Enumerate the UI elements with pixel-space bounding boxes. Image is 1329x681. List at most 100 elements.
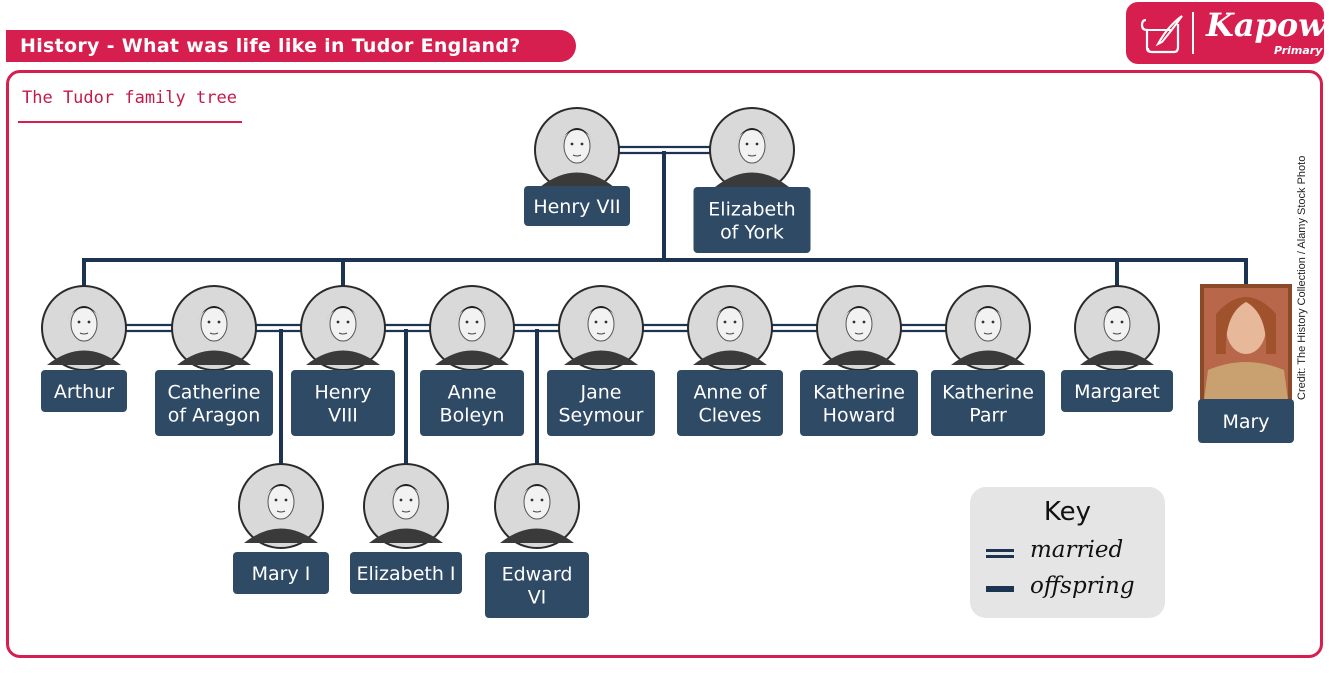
portrait-eye <box>981 320 985 324</box>
key-title: Key <box>1043 497 1092 527</box>
name-card-text: Arthur <box>54 381 114 403</box>
portrait-mouth <box>572 154 582 157</box>
portrait-mouth <box>1112 332 1122 335</box>
page-header-banner: History - What was life like in Tudor En… <box>6 30 576 62</box>
name-card-text: Howard <box>823 405 896 427</box>
name-card-henry-vii: Henry VII <box>524 186 630 226</box>
portrait-shoulders <box>822 350 896 365</box>
portrait-mouth <box>747 154 757 157</box>
portrait-eye <box>87 320 91 324</box>
portrait-mouth <box>725 332 735 335</box>
name-card-background <box>233 552 329 594</box>
portrait-headwear <box>197 306 231 320</box>
name-card-text: Henry <box>314 382 371 404</box>
portrait-headwear <box>67 306 101 320</box>
name-card-elizabeth-i: Elizabeth I <box>350 552 462 594</box>
portrait-margaret <box>1074 285 1160 371</box>
portrait-headwear <box>735 128 769 142</box>
logo-separator <box>1192 12 1194 54</box>
portrait-eye <box>991 320 995 324</box>
kapow-logo: Kapow Primary <box>1126 2 1326 64</box>
portrait-eye <box>1120 320 1124 324</box>
name-card-text: Seymour <box>559 405 644 427</box>
portrait-mary-i <box>238 463 324 549</box>
name-card-background <box>350 552 462 594</box>
portrait-headwear <box>264 484 298 498</box>
portrait-headwear <box>842 306 876 320</box>
name-card-text: Parr <box>969 405 1007 427</box>
portrait-face <box>200 306 228 342</box>
portrait-mouth <box>467 332 477 335</box>
portrait-eye <box>77 320 81 324</box>
portrait-face <box>1103 306 1131 342</box>
portrait-eye <box>530 498 534 502</box>
portrait-face <box>458 306 486 342</box>
portrait-anne-of-cleves <box>687 285 773 371</box>
portrait-face <box>974 306 1002 342</box>
name-card-text: VI <box>528 587 547 609</box>
portrait-face <box>716 306 744 342</box>
name-card-background <box>677 370 783 436</box>
portrait-eye <box>852 320 856 324</box>
offspring-line-swatch <box>986 586 1014 592</box>
portrait-shoulders <box>500 528 574 543</box>
portrait-shoulders <box>177 350 251 365</box>
portrait-face <box>587 306 615 342</box>
name-card-text: Cleves <box>698 405 761 427</box>
portrait-mouth <box>79 332 89 335</box>
name-card-background <box>931 370 1045 436</box>
portrait-headwear <box>389 484 423 498</box>
name-card-mary-i: Mary I <box>233 552 329 594</box>
portrait-shoulders <box>564 350 638 365</box>
portrait-henry-viii <box>300 285 386 371</box>
portrait-hair <box>1216 297 1276 354</box>
portrait-face <box>523 484 551 520</box>
name-card-background <box>155 370 273 436</box>
portrait-katherine-parr <box>945 285 1031 371</box>
key-legend: Key married offspring <box>970 487 1165 618</box>
portrait-eye <box>862 320 866 324</box>
portrait-face <box>392 484 420 520</box>
portrait-mouth <box>854 332 864 335</box>
name-card-background <box>420 370 524 436</box>
portrait-shoulders <box>47 350 121 365</box>
key-offspring-label: offspring <box>1030 573 1135 599</box>
name-card-text: of Aragon <box>168 405 261 427</box>
portrait-eye <box>336 320 340 324</box>
portrait-eye <box>745 142 749 146</box>
name-card-text: Katherine <box>942 382 1034 404</box>
portrait-katherine-howard <box>816 285 902 371</box>
portrait-eye <box>346 320 350 324</box>
name-card-text: Mary I <box>252 563 311 585</box>
portrait-mary <box>1200 284 1292 404</box>
name-card-background <box>800 370 918 436</box>
portrait-eye <box>723 320 727 324</box>
portrait-arthur <box>41 285 127 371</box>
name-card-text: Katherine <box>813 382 905 404</box>
name-card-text: Henry VII <box>533 196 620 218</box>
portrait-mouth <box>401 510 411 513</box>
portrait-eye <box>409 498 413 502</box>
name-card-text: Elizabeth I <box>356 563 455 585</box>
portrait-headwear <box>326 306 360 320</box>
portrait-headwear <box>584 306 618 320</box>
name-card-background <box>547 370 655 436</box>
name-card-text: Mary <box>1222 411 1269 433</box>
portrait-shoulders <box>715 172 789 187</box>
portrait-headwear <box>1100 306 1134 320</box>
name-card-margaret: Margaret <box>1061 370 1173 412</box>
portrait-eye <box>284 498 288 502</box>
portrait-eye <box>755 142 759 146</box>
name-card-background <box>291 370 395 436</box>
name-card-background <box>41 370 127 412</box>
portrait-headwear <box>713 306 747 320</box>
name-card-text: Margaret <box>1074 381 1160 403</box>
portrait-eye <box>465 320 469 324</box>
portrait-eye <box>274 498 278 502</box>
photo-credit: Credit: The History Collection / Alamy S… <box>1296 155 1308 400</box>
